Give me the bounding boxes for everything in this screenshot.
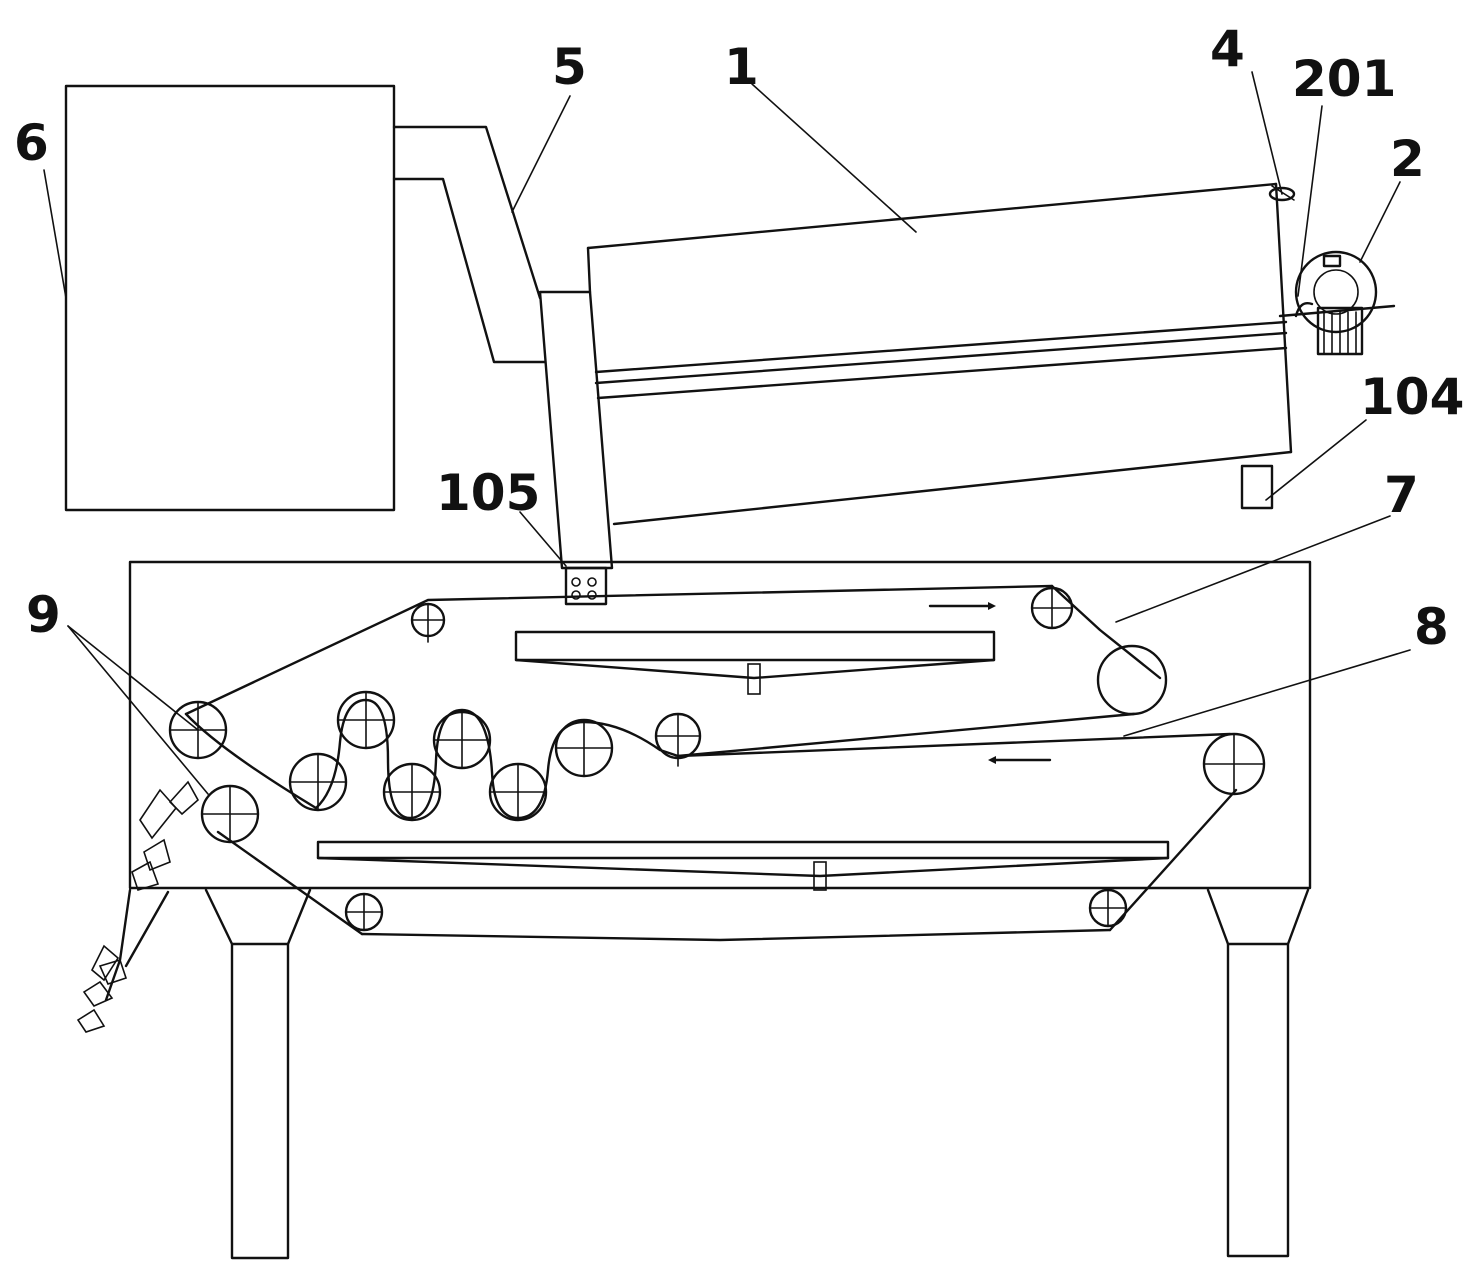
roller [1096,644,1168,716]
label-6: 6 [14,114,49,172]
upper-belt [184,584,1162,810]
label-5: 5 [552,38,587,96]
roller [288,752,348,812]
label-2: 2 [1390,130,1425,188]
lower-belt [216,732,1238,942]
label-4: 4 [1210,20,1245,78]
roller [654,712,702,767]
roller [488,762,548,822]
roller [1202,732,1266,796]
outlet-column [538,290,614,606]
roller [200,784,260,844]
top-fitting [1268,185,1296,202]
right-leg [1206,888,1310,1258]
roller [1088,888,1128,928]
main-frame [128,560,1312,890]
leader-lines [43,71,1411,795]
label-104: 104 [1360,368,1464,426]
feed-chute [392,125,547,364]
roller [382,762,442,822]
hopper-box [64,84,396,512]
label-105: 105 [436,464,540,522]
drum-body [586,182,1293,526]
discharge-chute [76,780,200,1033]
roller [1030,586,1074,630]
label-1: 1 [724,38,759,96]
roller [410,602,446,643]
roller [432,710,492,770]
drum-support [1240,464,1274,510]
label-7: 7 [1384,466,1419,524]
roller [554,718,614,778]
label-8: 8 [1414,598,1449,656]
press-path [314,698,680,820]
roller [336,690,396,750]
label-9: 9 [26,586,61,644]
left-leg [204,888,312,1260]
label-201: 201 [1292,50,1396,108]
roller [344,892,384,932]
motor-assembly [1278,250,1396,356]
